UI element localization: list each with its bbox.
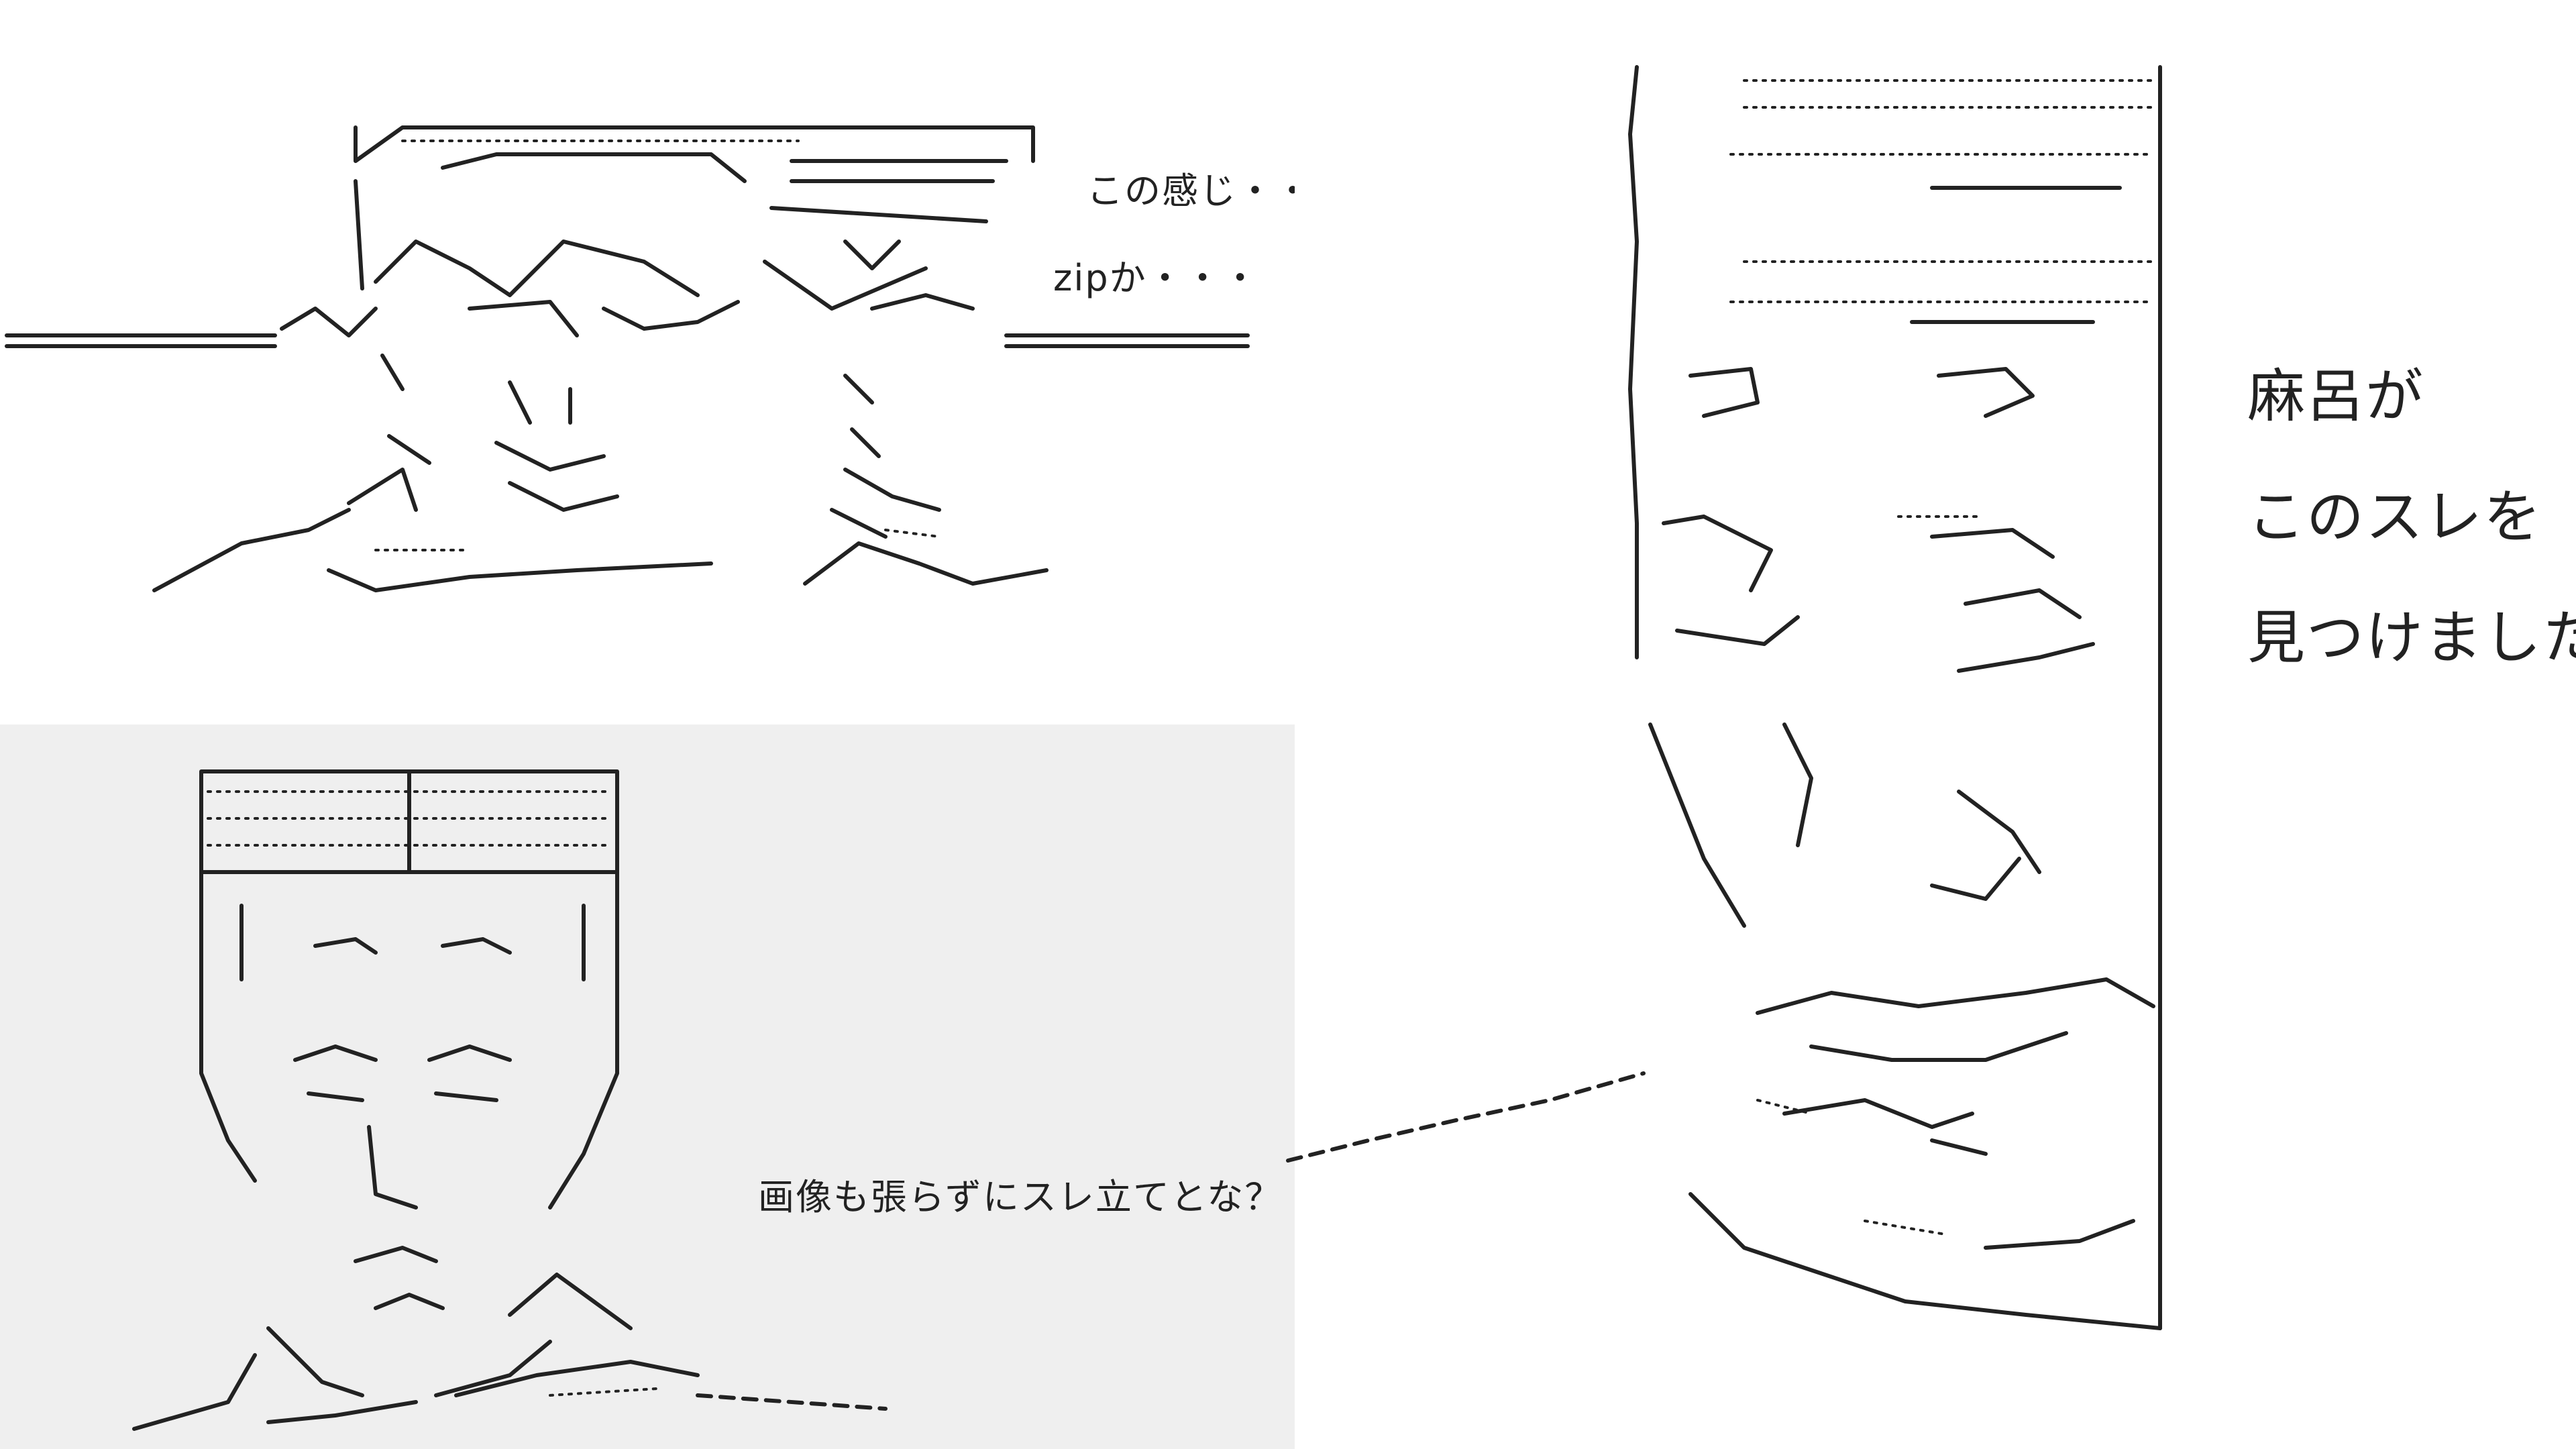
caption-no-image-thread: 画像も張らずにスレ立てとな？ <box>758 1176 1283 1218</box>
right-panel: 麻呂が このスレを 見つけました <box>1286 0 2576 1449</box>
ascii-art-maro-face <box>1610 54 2227 1395</box>
caption-mitsukemashita: 見つけました <box>2247 604 2576 672</box>
ascii-art-connector-line-drawing <box>1286 1071 1646 1163</box>
bottom-left-panel: 画像も張らずにスレ立てとな？ <box>0 724 1295 1449</box>
ascii-art-connector-line <box>1281 1046 1657 1181</box>
top-left-panel: この感じ・・・ zipか・・・ <box>0 0 1348 724</box>
caption-maro-ga: 麻呂が <box>2247 363 2424 430</box>
ascii-art-crowned-figure-drawing <box>132 769 888 1431</box>
ascii-art-collapsed-figure <box>0 107 1261 617</box>
caption-zip: zipか・・・ <box>1053 257 1260 299</box>
ascii-art-maro-face-drawing <box>1628 65 2162 1330</box>
ascii-art-crowned-figure <box>121 751 953 1436</box>
ascii-art-collapsed-figure-drawing <box>5 125 1250 592</box>
caption-kono-sure-wo: このスレを <box>2247 484 2542 551</box>
